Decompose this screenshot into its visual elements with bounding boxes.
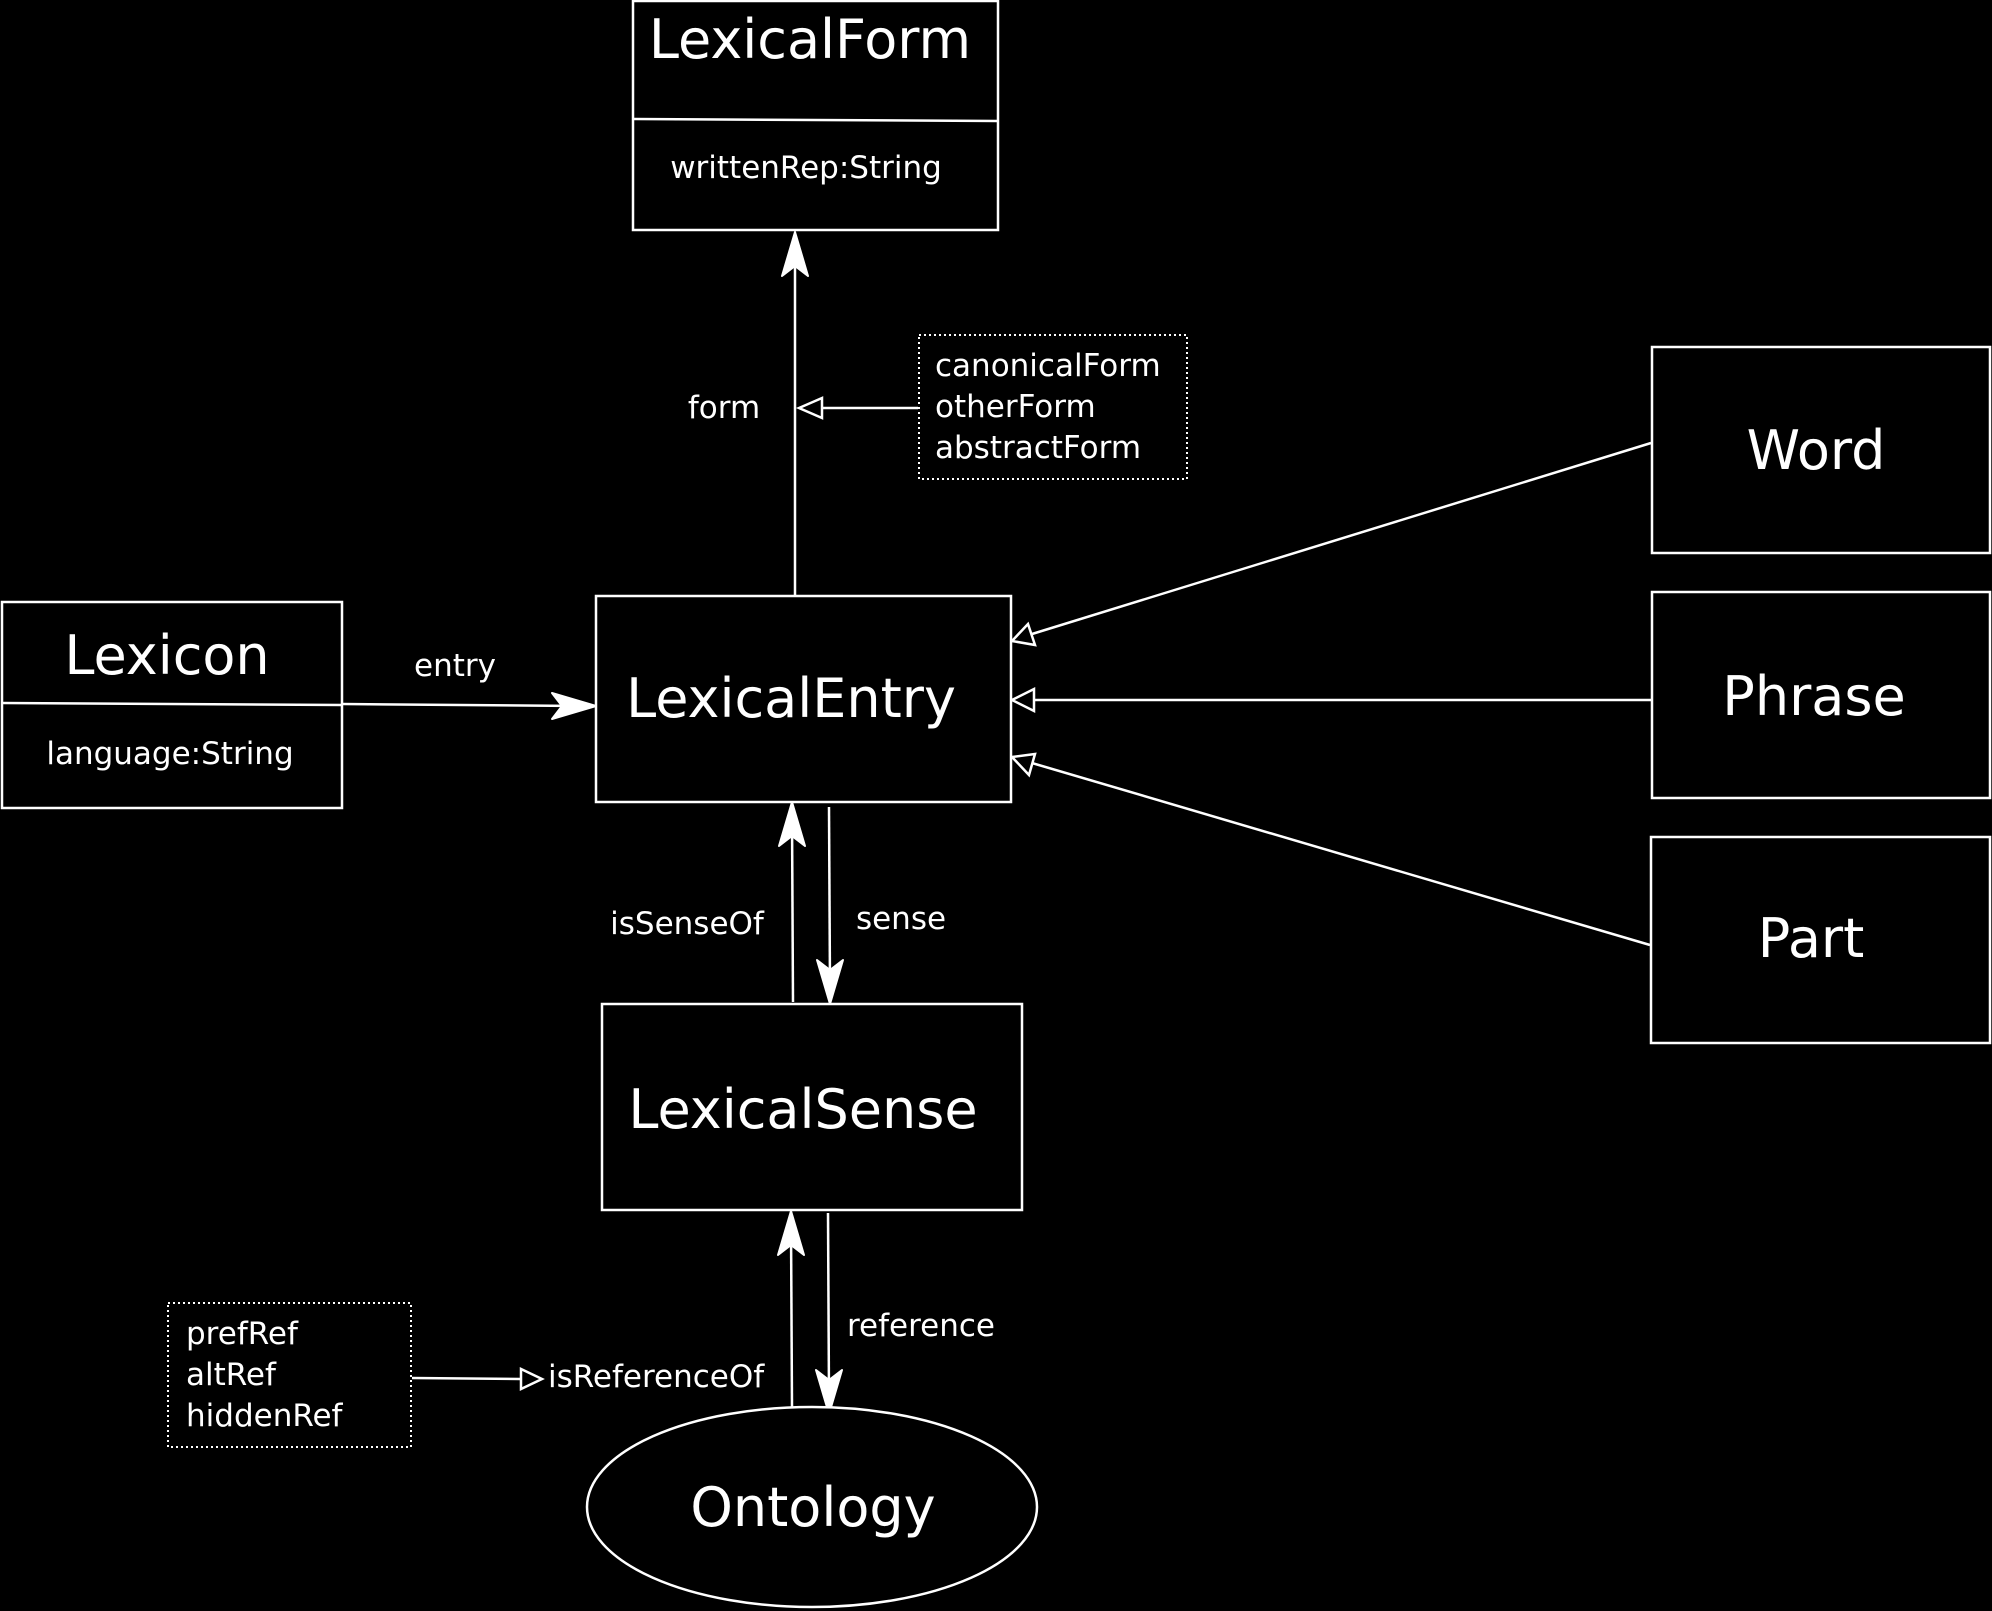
- form-connector: [781, 231, 809, 596]
- lexical-sense-title: LexicalSense: [628, 1078, 977, 1141]
- lexical-form-class[interactable]: LexicalForm writtenRep:String: [631, 0, 1000, 232]
- reference-connector: [815, 1212, 843, 1415]
- entry-label: entry: [414, 648, 496, 684]
- subproperty-abstract-form: abstractForm: [935, 430, 1141, 466]
- ontology-node[interactable]: Ontology: [585, 1405, 1039, 1609]
- word-subclass-connector: [1009, 441, 1652, 647]
- lexical-entry-title: LexicalEntry: [626, 667, 956, 730]
- subproperty-other-form: otherForm: [935, 389, 1096, 425]
- subproperty-hidden-ref: hiddenRef: [186, 1398, 344, 1434]
- reference-label: reference: [847, 1308, 995, 1344]
- lexical-form-attribute: writtenRep:String: [670, 150, 942, 186]
- lexicon-attribute: language:String: [46, 736, 293, 772]
- subproperty-canonical-form: canonicalForm: [935, 348, 1161, 384]
- ref-subproperty-connector: [411, 1367, 545, 1391]
- phrase-title: Phrase: [1722, 665, 1905, 728]
- part-subclass-connector: [1009, 752, 1651, 947]
- lexical-sense-class[interactable]: LexicalSense: [600, 1002, 1024, 1212]
- form-subproperties-box: canonicalForm otherForm abstractForm: [918, 334, 1188, 480]
- word-class[interactable]: Word: [1650, 345, 1992, 555]
- is-sense-of-label: isSenseOf: [610, 906, 765, 942]
- phrase-class[interactable]: Phrase: [1650, 590, 1992, 800]
- phrase-subclass-connector: [1009, 686, 1651, 714]
- ontology-title: Ontology: [690, 1476, 935, 1539]
- is-reference-of-label: isReferenceOf: [548, 1359, 765, 1395]
- sense-label: sense: [856, 901, 946, 937]
- is-sense-of-connector: [778, 801, 806, 1003]
- ref-subproperties-box: prefRef altRef hiddenRef: [167, 1302, 412, 1448]
- word-title: Word: [1747, 419, 1886, 482]
- is-reference-of-connector: [777, 1210, 805, 1408]
- lexicon-title: Lexicon: [64, 624, 269, 687]
- subproperty-pref-ref: prefRef: [186, 1316, 299, 1352]
- subproperty-alt-ref: altRef: [186, 1357, 277, 1393]
- sense-connector: [816, 806, 844, 1005]
- lexical-form-title: LexicalForm: [649, 8, 971, 71]
- lexicon-class[interactable]: Lexicon language:String: [0, 600, 344, 810]
- lexical-entry-class[interactable]: LexicalEntry: [594, 594, 1013, 804]
- form-subproperty-connector: [795, 396, 918, 420]
- part-class[interactable]: Part: [1649, 835, 1992, 1045]
- part-title: Part: [1758, 907, 1865, 970]
- entry-connector: [342, 692, 597, 720]
- form-label: form: [688, 390, 760, 426]
